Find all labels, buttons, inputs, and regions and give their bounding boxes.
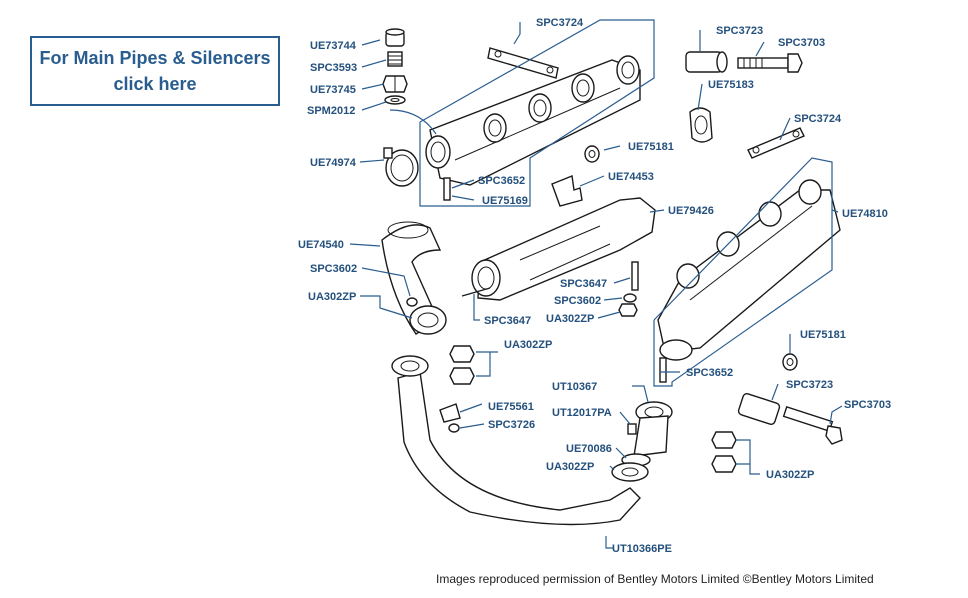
part-cap-ue73744 <box>385 28 405 47</box>
link-line-2: click here <box>113 74 197 94</box>
label-ua302zp-nuts[interactable]: UA302ZP <box>504 339 552 351</box>
part-washer-spc3602-mid <box>623 293 637 303</box>
label-ut10367[interactable]: UT10367 <box>552 381 597 393</box>
main-pipes-silencers-link[interactable]: For Main Pipes & Silencers click here <box>30 36 280 106</box>
part-flexpipe-ut12017pa <box>627 415 669 457</box>
label-spm2012[interactable]: SPM2012 <box>307 105 355 117</box>
label-ua302zp-mid[interactable]: UA302ZP <box>546 313 594 325</box>
label-ua302zp-low[interactable]: UA302ZP <box>546 461 594 473</box>
part-washer-ue75181-top <box>584 145 600 163</box>
label-spc3703-right[interactable]: SPC3703 <box>844 399 891 411</box>
frame-left-manifold <box>419 19 655 207</box>
parts-drawing <box>381 28 843 526</box>
label-ue74540[interactable]: UE74540 <box>298 239 344 251</box>
part-spring-spc3593 <box>387 51 403 67</box>
label-ut10366pe[interactable]: UT10366PE <box>612 543 672 555</box>
label-spc3593[interactable]: SPC3593 <box>310 62 357 74</box>
label-ue70086[interactable]: UE70086 <box>566 443 612 455</box>
part-bolt-spc3703-right <box>782 405 843 445</box>
label-ue74974[interactable]: UE74974 <box>310 157 357 169</box>
label-spc3703-top[interactable]: SPC3703 <box>778 37 825 49</box>
part-manifold-left-bank <box>425 55 641 186</box>
part-stud-spc3652-top <box>443 177 451 201</box>
part-gasket-ue75183 <box>689 107 713 143</box>
label-ue75181-right[interactable]: UE75181 <box>800 329 846 341</box>
part-nut-ue73745 <box>382 75 408 93</box>
part-bracket-ue75561 <box>439 403 461 423</box>
label-ua302zp-left[interactable]: UA302ZP <box>308 291 356 303</box>
part-spacer-spc3723-top <box>685 51 728 73</box>
copyright-credit: Images reproduced permission of Bentley … <box>436 572 874 586</box>
label-spc3724-right[interactable]: SPC3724 <box>794 113 842 125</box>
part-catalyst-ue79426 <box>471 197 656 301</box>
part-nut-ua302zp-mid <box>618 303 638 317</box>
part-nut-ua302zp-right <box>711 431 737 473</box>
link-line-1: For Main Pipes & Silencers <box>39 48 271 68</box>
label-ue75181-top[interactable]: UE75181 <box>628 141 674 153</box>
part-front-pipe-ut10366pe <box>391 355 641 526</box>
part-manifold-right-bank <box>657 179 841 361</box>
part-flange-ua302zp-low <box>611 462 649 482</box>
label-spc3723-right[interactable]: SPC3723 <box>786 379 833 391</box>
part-bolt-spc3703-top <box>737 53 803 73</box>
part-clamp-ue74974 <box>383 147 419 187</box>
label-ua302zp-right[interactable]: UA302ZP <box>766 469 814 481</box>
part-elbow-ue74540 <box>381 221 447 335</box>
part-stud-spc3647-right <box>631 261 639 291</box>
label-spc3602-mid[interactable]: SPC3602 <box>554 295 601 307</box>
part-labels: UE73744 SPC3593 UE73745 SPM2012 SPC3724 … <box>298 17 891 555</box>
part-spacer-spc3723-right <box>737 393 781 425</box>
label-ue75561[interactable]: UE75561 <box>488 401 534 413</box>
label-ue73745[interactable]: UE73745 <box>310 84 356 96</box>
label-ue74810[interactable]: UE74810 <box>842 208 888 220</box>
label-ue79426[interactable]: UE79426 <box>668 205 714 217</box>
part-bracket-ue74453 <box>551 175 583 207</box>
frame-right-manifold <box>653 157 833 387</box>
part-stud-spc3647-left <box>461 287 491 297</box>
label-spc3647-right[interactable]: SPC3647 <box>560 278 607 290</box>
part-washer-ue75181-right <box>782 353 798 371</box>
label-spc3647-left[interactable]: SPC3647 <box>484 315 531 327</box>
label-spc3602-left[interactable]: SPC3602 <box>310 263 357 275</box>
leader-lines <box>349 22 843 549</box>
label-ue74453[interactable]: UE74453 <box>608 171 654 183</box>
label-ue75169[interactable]: UE75169 <box>482 195 528 207</box>
part-nut-ua302zp-pair <box>449 345 475 385</box>
label-spc3723-top[interactable]: SPC3723 <box>716 25 763 37</box>
part-stud-spc3652-right <box>659 357 667 383</box>
label-spc3726[interactable]: SPC3726 <box>488 419 535 431</box>
part-bracket-spc3724-right <box>747 127 805 159</box>
part-washer-spc3726 <box>448 423 460 433</box>
label-spc3652-top[interactable]: SPC3652 <box>478 175 525 187</box>
label-ue73744[interactable]: UE73744 <box>310 40 357 52</box>
assembly-frames <box>419 19 833 387</box>
label-ue75183[interactable]: UE75183 <box>708 79 754 91</box>
label-ut12017pa[interactable]: UT12017PA <box>552 407 612 419</box>
part-washer-spc3602-left <box>406 297 418 307</box>
label-spc3724-top[interactable]: SPC3724 <box>536 17 584 29</box>
label-spc3652-right[interactable]: SPC3652 <box>686 367 733 379</box>
part-washer-spm2012 <box>384 95 406 105</box>
